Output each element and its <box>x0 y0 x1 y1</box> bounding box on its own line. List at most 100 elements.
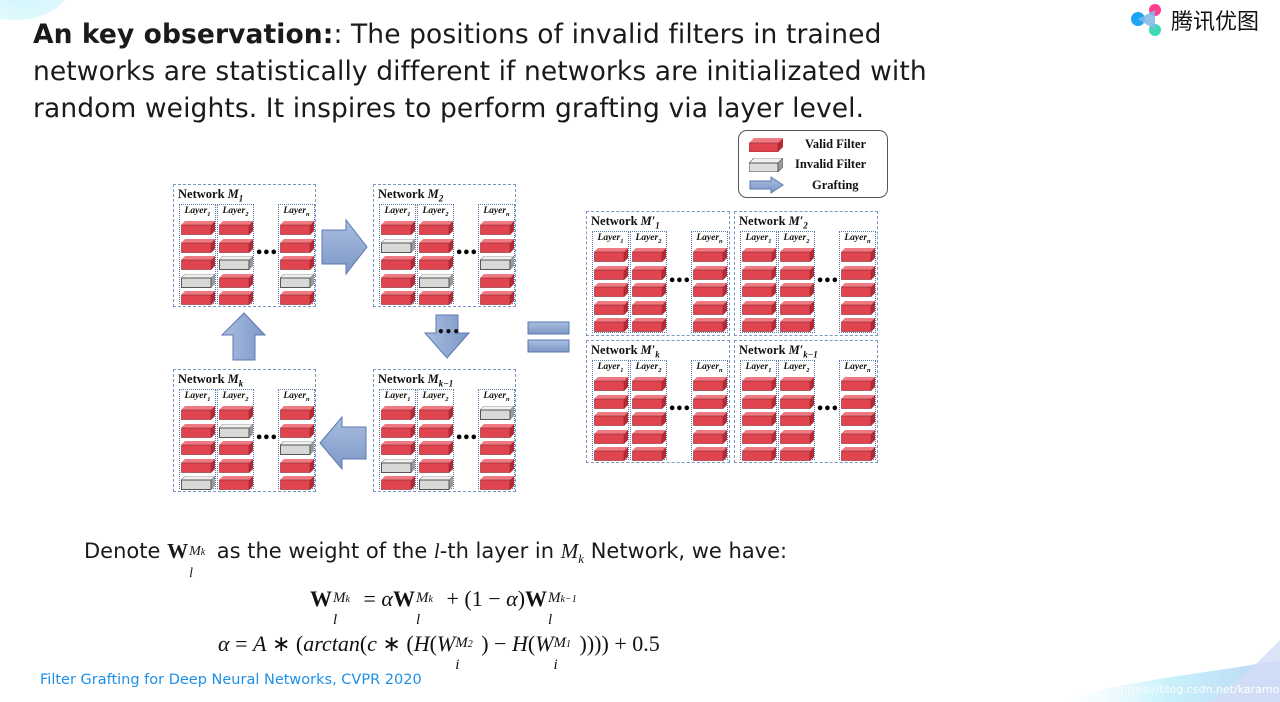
valid-filter <box>780 411 814 426</box>
invalid-filter <box>479 255 515 270</box>
valid-filter <box>841 265 875 280</box>
invalid-filter <box>180 273 216 288</box>
layers-ellipsis: ••• <box>816 401 839 417</box>
valid-filter <box>841 300 875 315</box>
valid-filter <box>780 282 814 297</box>
eq2-W1: W <box>436 631 456 656</box>
eq2-paren1: ( <box>359 631 368 656</box>
layer-label: Layern <box>283 206 310 218</box>
logo-text: 腾讯优图 <box>1171 10 1260 35</box>
valid-filter <box>841 282 875 297</box>
valid-filter <box>480 440 514 455</box>
eq1-alpha: α <box>381 586 393 611</box>
layer-label: Layern <box>283 391 310 403</box>
valid-filter <box>780 394 814 409</box>
layer-column: Layer1 <box>740 231 777 333</box>
eq2-alpha: α <box>218 631 230 656</box>
valid-filter <box>280 405 314 420</box>
valid-filter <box>780 376 814 391</box>
valid-filter <box>480 273 514 288</box>
valid-filter <box>280 255 314 270</box>
layer-column: Layer1 <box>740 360 777 461</box>
valid-filter <box>280 423 314 438</box>
valid-filter <box>742 429 776 444</box>
valid-filter <box>280 290 314 305</box>
layer-column: Layer2 <box>217 204 254 305</box>
grafting-arrow-up <box>220 312 267 361</box>
eq1-t2-sub: l <box>548 612 553 628</box>
denote-mid1: as the weight of the <box>210 539 434 563</box>
valid-filter <box>780 429 814 444</box>
valid-filter <box>594 429 628 444</box>
valid-filter <box>181 458 215 473</box>
eq1-lhs-W: W <box>310 586 332 611</box>
network-title: Network Mk−1 <box>378 372 454 389</box>
denote-l: l <box>433 539 440 563</box>
layer-column: Layer2 <box>630 360 667 461</box>
footer-citation: Filter Grafting for Deep Neural Networks… <box>40 672 422 688</box>
valid-filter <box>181 255 215 270</box>
valid-filter <box>742 446 776 461</box>
layer-label: Layer2 <box>783 233 810 245</box>
valid-filter <box>381 423 415 438</box>
layer-label: Layer1 <box>184 391 211 403</box>
valid-filter <box>381 290 415 305</box>
valid-filter <box>632 376 666 391</box>
layer-column: Layer1 <box>592 231 629 333</box>
valid-filter <box>594 282 628 297</box>
valid-filter <box>419 405 453 420</box>
layer-label: Layer2 <box>222 206 249 218</box>
eq2-star1: ∗ ( <box>266 631 304 656</box>
layer-label: Layer2 <box>422 391 449 403</box>
valid-filter <box>219 220 253 235</box>
logo: 腾讯优图 <box>1128 2 1259 38</box>
valid-filter <box>594 394 628 409</box>
valid-filter <box>594 317 628 332</box>
valid-filter <box>280 238 314 253</box>
valid-filter <box>594 265 628 280</box>
layer-label: Layern <box>696 233 723 245</box>
layer-label: Layer1 <box>597 362 624 374</box>
denote-sub: l <box>189 566 193 581</box>
valid-filter <box>841 247 875 262</box>
valid-filter <box>693 394 727 409</box>
headline: An key observation:: The positions of in… <box>33 16 993 127</box>
eq2-minus: ) − <box>481 631 512 656</box>
eq2-equals: = <box>229 631 253 656</box>
valid-filter <box>780 265 814 280</box>
layer-label: Layern <box>483 206 510 218</box>
valid-filter <box>181 423 215 438</box>
layer-column: Layer2 <box>778 231 815 333</box>
valid-filter <box>219 290 253 305</box>
eq2-arctan: arctan <box>303 631 360 656</box>
valid-filter <box>181 220 215 235</box>
valid-filter <box>742 282 776 297</box>
network-title: Network M′1 <box>591 214 660 231</box>
layer-label: Layern <box>844 233 871 245</box>
valid-filter <box>594 411 628 426</box>
layer-label: Layer1 <box>745 233 772 245</box>
valid-filter <box>419 423 453 438</box>
valid-filter <box>742 411 776 426</box>
valid-filter <box>419 458 453 473</box>
valid-filter <box>381 255 415 270</box>
eq2-H2: H <box>511 631 528 656</box>
layer-label: Layer2 <box>635 233 662 245</box>
denote-W: W <box>167 539 189 563</box>
valid-filter <box>480 475 514 490</box>
valid-filter <box>419 255 453 270</box>
invalid-filter <box>380 238 416 253</box>
eq2-tail: )))) + 0.5 <box>579 631 660 656</box>
valid-filter <box>594 446 628 461</box>
eq2-p3: ( <box>527 631 536 656</box>
eq2-W2-sup: M1 <box>553 635 572 651</box>
valid-filter <box>632 429 666 444</box>
valid-filter <box>632 247 666 262</box>
valid-filter <box>780 446 814 461</box>
valid-filter <box>632 394 666 409</box>
